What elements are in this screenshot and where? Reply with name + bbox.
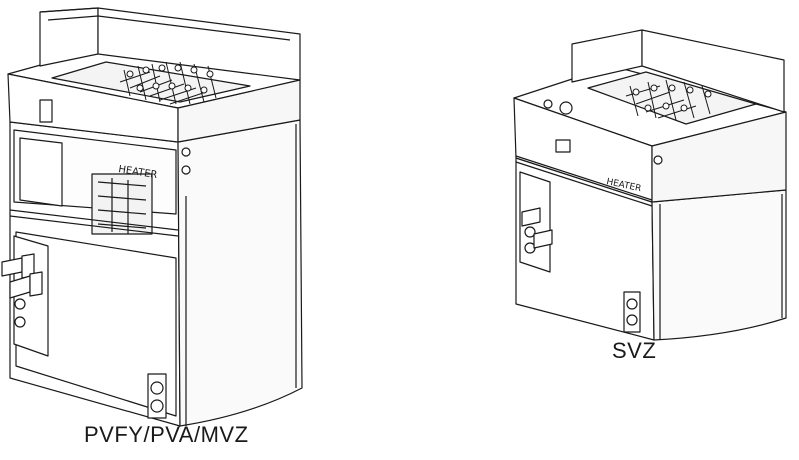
right-heater-elements	[625, 79, 712, 121]
left-cabinet-side	[177, 119, 303, 427]
left-heater-elements	[119, 61, 217, 105]
left-pipe-connections	[1, 253, 43, 299]
unit-left: HEATER	[1, 7, 303, 427]
right-heater-side	[651, 111, 787, 203]
left-heater-side	[177, 79, 301, 143]
right-pipe-connections	[521, 207, 553, 249]
unit-right: HEATER	[513, 29, 787, 341]
right-cabinet-side	[651, 189, 787, 341]
caption-left: PVFY/PVA/MVZ	[84, 422, 249, 447]
caption-right: SVZ	[612, 338, 657, 363]
